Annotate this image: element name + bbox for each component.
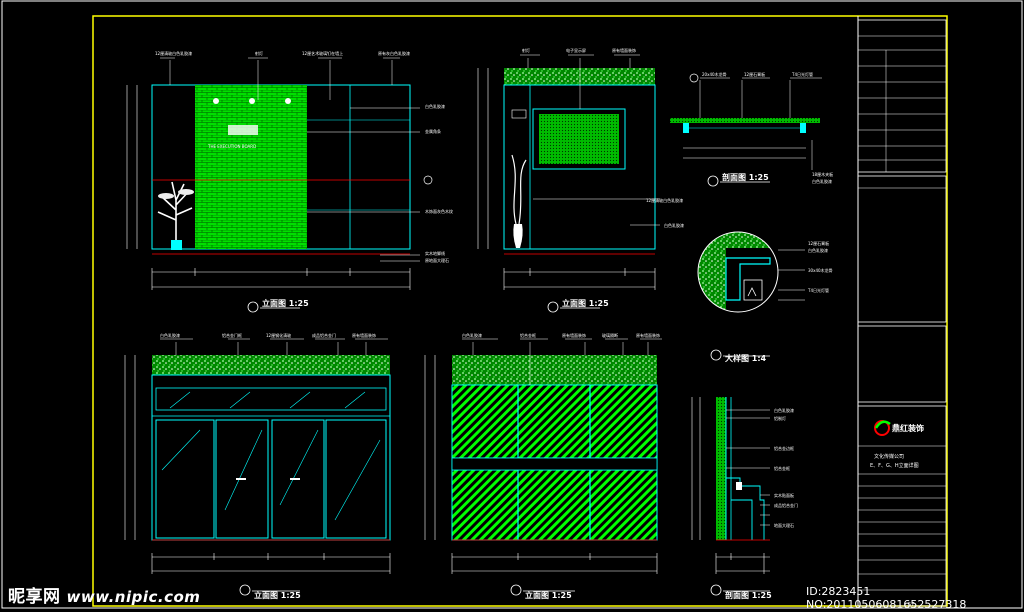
elev4-callout-4: 玻璃隔断 (602, 332, 618, 338)
sec1-callout-1: 20x40木龙骨 (702, 71, 727, 77)
elev2-callout-3: 原有墙面装饰 (612, 47, 636, 53)
elev4-callout-3: 原有墙面装饰 (562, 332, 586, 338)
elev1-title: 立面图 1:25 (262, 298, 309, 308)
sec2-callout-7: 地面大理石 (774, 522, 794, 528)
elev1-callout-7: 木饰面灰色木纹 (425, 208, 453, 214)
elev1-callout-6: 金属角条 (425, 128, 441, 134)
elev3-title: 立面图 1:25 (254, 590, 301, 600)
vase-icon (511, 154, 527, 248)
elev4-callout-5: 原有墙面装饰 (636, 332, 660, 338)
sec2-callout-5: 实木贴面板 (774, 492, 794, 498)
elev4-callout-1: 白色乳胶漆 (462, 332, 482, 338)
section-2: 剖面图 1:25 白色乳胶漆 铝制灯 铝合金边框 铝合金框 实木贴面板 成品铝合… (691, 397, 798, 600)
elev1-callout-1: 12厘清玻白色乳胶漆 (155, 50, 192, 56)
elev1-art-text: THE EXECUTION BOARD (207, 144, 256, 149)
elev3-callout-2: 铝合金门框 (222, 332, 242, 338)
detail-title: 大样图 1:4 (725, 353, 767, 363)
green-brick-wall-panel (195, 85, 307, 249)
watermark-site: 昵享网 (8, 587, 61, 607)
sec1-callout-3: T4日光灯管 (791, 71, 813, 77)
watermark-url: www.nipic.com (66, 588, 201, 606)
project-name: 文化传媒公司 (874, 453, 904, 460)
elev1-callout-8: 实木地脚线 (425, 250, 445, 256)
elev3-callout-4: 成品铝合金门 (312, 332, 336, 338)
elev3-callout-5: 原有墙面装饰 (352, 332, 376, 338)
company-logo-icon (874, 420, 891, 436)
watermark: 昵享网 www.nipic.com (8, 582, 200, 607)
elevation-3: 立面图 1:25 白色乳胶漆 铝合金门框 12厘钢化清玻 成品铝合金门 原有墙面… (124, 332, 391, 600)
elevation-1: THE EXECUTION BOARD 立面图 1:25 12厘清玻白色乳胶漆 … (126, 50, 453, 313)
elev1-callout-5: 白色乳胶漆 (425, 103, 445, 109)
elevation-4: 立面图 1:25 白色乳胶漆 铝合金框 原有墙面装饰 玻璃隔断 原有墙面装饰 (424, 332, 662, 600)
detail-callout-4: T4日光灯管 (807, 287, 829, 293)
elev4-callout-2: 铝合金框 (520, 332, 536, 338)
elev2-title: 立面图 1:25 (562, 298, 609, 308)
elev3-callout-3: 12厘钢化清玻 (266, 332, 291, 338)
elev2-callout-4: 12厘清玻白色乳胶漆 (646, 197, 683, 203)
elev1-callout-4: 原有灰白色乳胶漆 (378, 50, 410, 56)
elev4-title: 立面图 1:25 (525, 590, 572, 600)
section-1: 剖面图 1:25 20x40木龙骨 12厘石膏板 T4日光灯管 18厘木夹板 白… (670, 71, 833, 187)
detail-callout-2: 白色乳胶漆 (808, 247, 828, 253)
elevation-2: 立面图 1:25 射灯 电子显示屏 原有墙面装饰 12厘清玻白色乳胶漆 白色乳胶… (477, 47, 684, 313)
elev1-callout-3: 12厘艺术玻璃钉在墙上 (302, 50, 343, 56)
detail-circle: 大样图 1:4 12厘石膏板 白色乳胶漆 30x40木龙骨 T4日光灯管 (697, 231, 833, 363)
sec1-callout-4: 18厘木夹板 (812, 171, 833, 177)
elev1-callout-2: 射灯 (255, 50, 263, 56)
elev3-callout-1: 白色乳胶漆 (160, 332, 180, 338)
sec2-title: 剖面图 1:25 (725, 590, 772, 600)
display-screen (539, 114, 619, 164)
sec2-callout-3: 铝合金边框 (774, 445, 794, 451)
image-id: ID:2823451 NO:20110506081652527318 (806, 585, 967, 611)
detail-callout-3: 30x40木龙骨 (808, 267, 833, 273)
sheet-description: E、F、G、H立面详图 (870, 462, 919, 469)
elev2-callout-1: 射灯 (522, 47, 530, 53)
elev2-callout-5: 白色乳胶漆 (664, 222, 684, 228)
plant-icon (157, 181, 194, 250)
sheet-number: 57 (908, 602, 914, 608)
sec1-callout-2: 12厘石膏板 (744, 71, 765, 77)
detail-callout-1: 12厘石膏板 (808, 240, 829, 246)
sec2-callout-6: 成品铝合金门 (774, 502, 798, 508)
elev1-callout-9: 原地面大理石 (425, 257, 449, 263)
sec1-title: 剖面图 1:25 (722, 172, 769, 182)
sec2-callout-1: 白色乳胶漆 (774, 407, 794, 413)
sec2-callout-2: 铝制灯 (774, 415, 786, 421)
title-block: 鼎红装饰 文化传媒公司 E、F、G、H立面详图 57 (857, 19, 947, 608)
elev2-callout-2: 电子显示屏 (566, 47, 586, 53)
sec1-callout-5: 白色乳胶漆 (812, 178, 832, 184)
company-name: 鼎红装饰 (892, 423, 924, 433)
sec2-callout-4: 铝合金框 (774, 465, 790, 471)
